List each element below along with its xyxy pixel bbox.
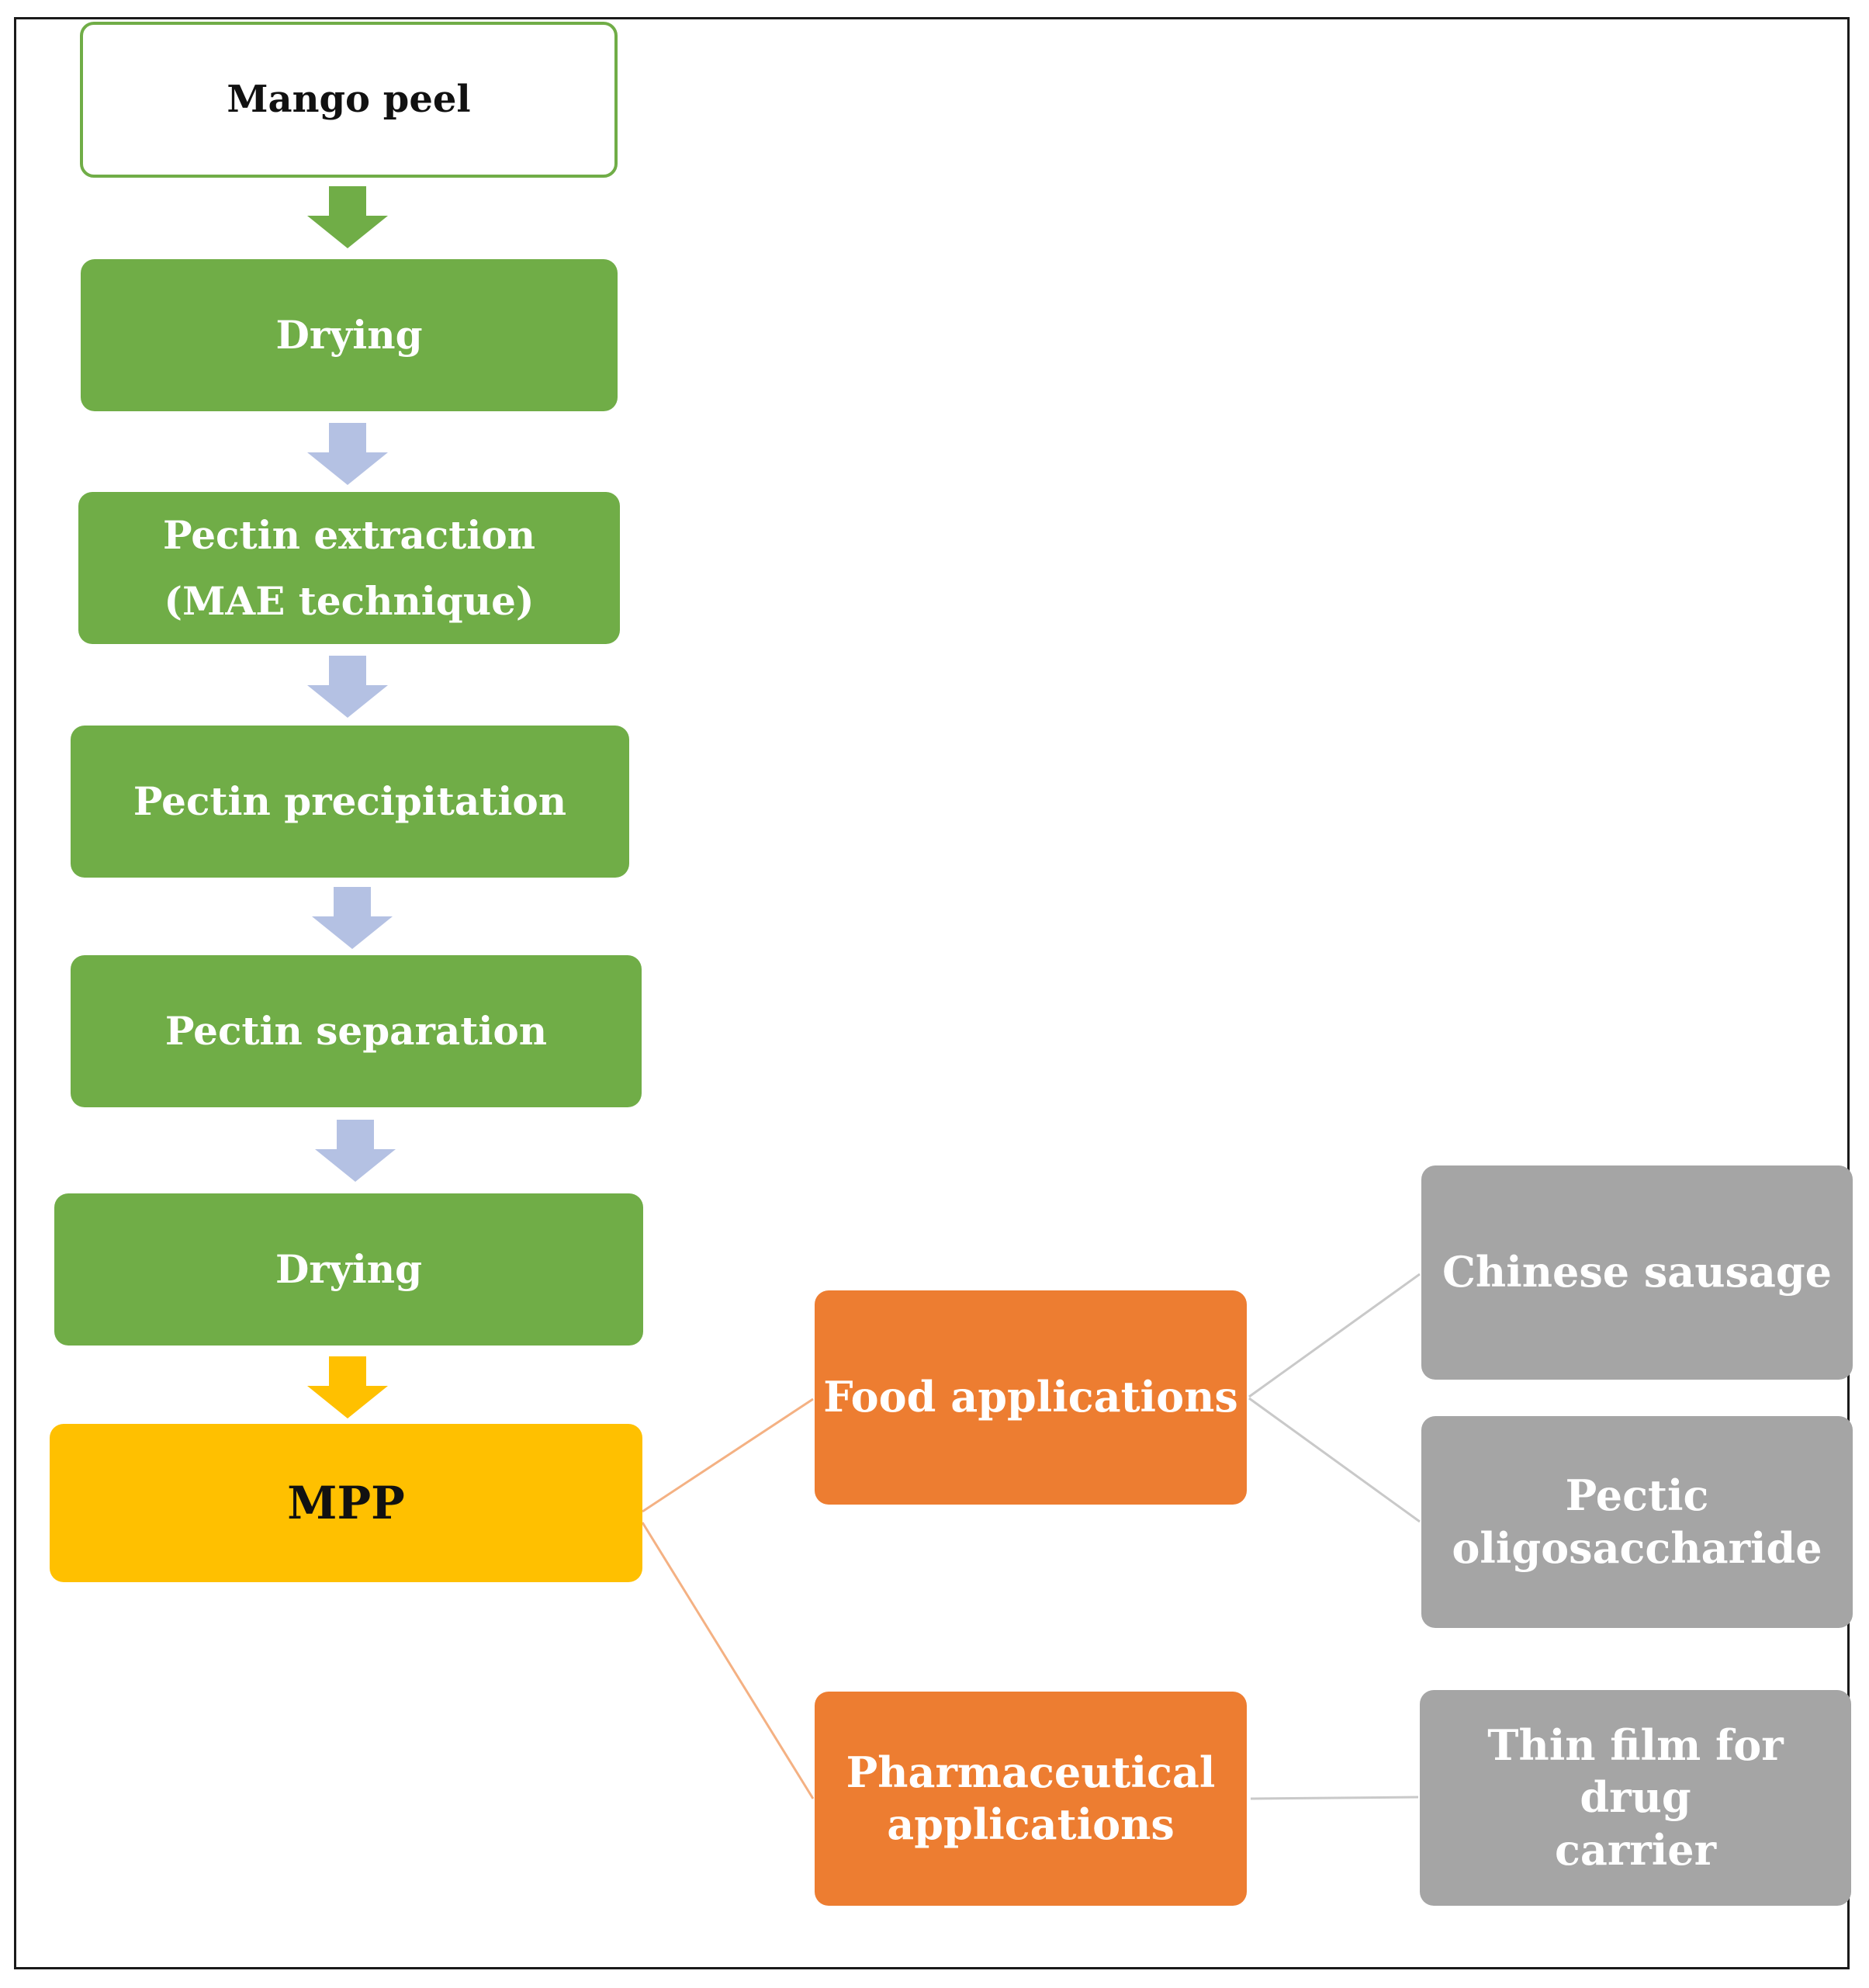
step-pectin-separation-label: Pectin separation	[164, 1007, 548, 1054]
arrow-peel-to-drying	[307, 186, 388, 248]
arrow-extraction-to-precipitation	[307, 656, 388, 718]
thin-film-label-line1: Thin film for drug	[1487, 1720, 1784, 1823]
arrow-drying-to-extraction	[307, 423, 388, 485]
step-pectin-extraction-label: Pectin extraction	[162, 512, 536, 558]
arrow-precipitation-to-separation	[312, 887, 393, 949]
pectic-label-line1: Pectic	[1565, 1470, 1709, 1520]
step-pectin-extraction: Pectin extraction (MAE technique)	[78, 492, 620, 644]
step-mpp-label: MPP	[287, 1476, 405, 1529]
step-mango-peel-label: Mango peel	[227, 77, 471, 121]
pharma-label-line2: applications	[887, 1799, 1175, 1849]
step-pectin-separation: Pectin separation	[71, 955, 642, 1107]
thin-film-label-line2: carrier	[1554, 1824, 1717, 1875]
link-mpp-food	[642, 1397, 814, 1513]
thin-film-drug-carrier-box: Thin film for drug carrier	[1420, 1690, 1851, 1906]
step-mpp: MPP	[50, 1424, 642, 1582]
arrow-separation-to-drying	[315, 1120, 396, 1182]
step-drying-1-label: Drying	[275, 311, 423, 358]
step-drying-2-label: Drying	[275, 1245, 423, 1292]
step-pectin-precipitation-label: Pectin precipitation	[133, 778, 567, 824]
chinese-sausage-box: Chinese sausage	[1421, 1165, 1853, 1380]
pharma-label-line1: Pharmaceutical	[846, 1747, 1216, 1797]
step-mango-peel: Mango peel	[80, 22, 618, 178]
chinese-sausage-label: Chinese sausage	[1442, 1247, 1833, 1297]
food-applications-box: Food applications	[815, 1290, 1247, 1505]
link-food-pectic	[1248, 1397, 1421, 1523]
step-pectin-precipitation: Pectin precipitation	[71, 726, 629, 878]
link-mpp-pharma	[641, 1522, 815, 1799]
food-applications-label: Food applications	[823, 1372, 1238, 1422]
pharmaceutical-applications-box: Pharmaceutical applications	[815, 1692, 1247, 1906]
step-drying-2: Drying	[54, 1193, 643, 1346]
link-food-sausage	[1248, 1273, 1421, 1398]
step-drying-1: Drying	[81, 259, 618, 411]
pectic-oligosaccharide-box: Pectic oligosaccharide	[1421, 1416, 1853, 1628]
pectic-label-line2: oligosaccharide	[1452, 1522, 1822, 1573]
arrow-drying-to-mpp	[307, 1356, 388, 1418]
step-mae-technique-label: (MAE technique)	[164, 578, 535, 624]
link-pharma-thinfilm	[1250, 1796, 1419, 1800]
